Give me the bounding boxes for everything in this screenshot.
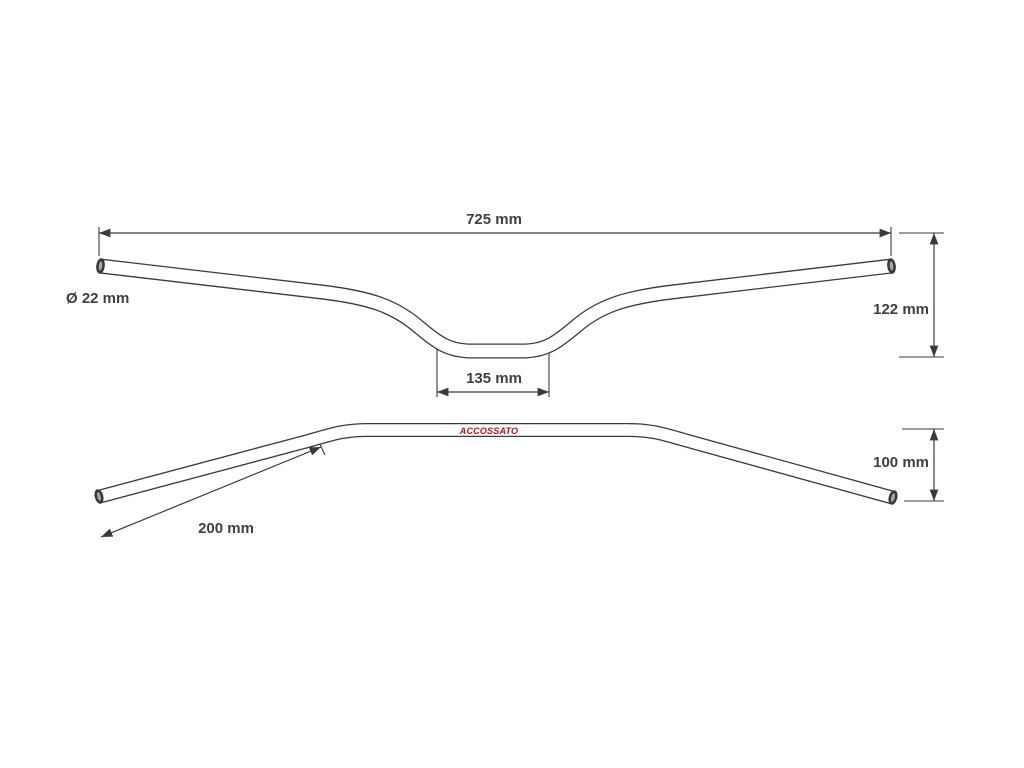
grip-length-label: 200 mm (198, 520, 254, 537)
handlebar-top-view: ACCOSSATO (94, 423, 898, 505)
brand-logo-text: ACCOSSATO (459, 426, 518, 436)
front-left-end-cap (96, 258, 105, 274)
handlebar-front-view (96, 258, 896, 359)
front-tube-body (99, 259, 893, 358)
dimension-lines (98, 227, 944, 538)
top-right-end-cap (888, 490, 898, 505)
top-left-end-cap (94, 489, 104, 504)
clamp-width-label: 135 mm (466, 370, 522, 387)
dimension-labels: 725 mm Ø 22 mm 122 mm 135 mm 200 mm 100 … (66, 211, 929, 537)
grip-dimension-line (100, 446, 322, 538)
end-drop-label: 100 mm (873, 454, 929, 471)
rise-label: 122 mm (873, 301, 929, 318)
top-tube-body (96, 424, 896, 504)
front-right-end-cap (887, 258, 896, 274)
overall-width-label: 725 mm (466, 211, 522, 228)
diameter-label: Ø 22 mm (66, 290, 129, 307)
